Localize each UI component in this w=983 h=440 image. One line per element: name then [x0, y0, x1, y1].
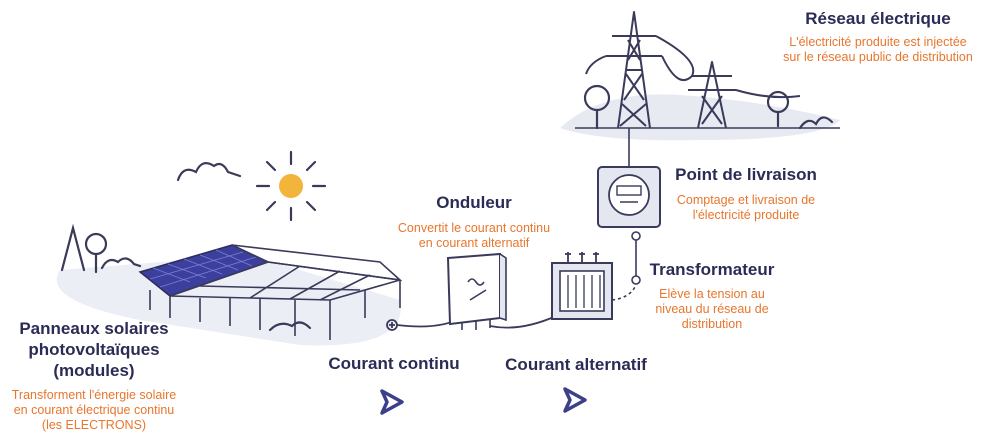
grid-title: Réseau électrique: [805, 9, 951, 28]
ac-current-label: Courant alternatif: [505, 355, 647, 374]
panels-label: Panneaux solaires photovoltaïques (modul…: [0, 318, 188, 433]
tree-icon: [583, 84, 834, 130]
panels-title-line2: photovoltaïques: [28, 340, 160, 359]
inverter-description-line1: Convertit le courant continu: [397, 221, 551, 235]
delivery-description-line2: l'électricité produite: [692, 208, 800, 222]
play-arrow-icon: [563, 387, 587, 413]
transformer-title: Transformateur: [649, 260, 775, 279]
solar-panels: [138, 244, 403, 340]
panels-description-line2: en courant électrique continu: [13, 403, 175, 417]
inverter-label: Onduleur Convertit le courant continu en…: [386, 192, 562, 251]
pylon-icon: [585, 11, 801, 129]
transformer-icon: [551, 252, 613, 320]
inverter-description-line2: en courant alternatif: [418, 236, 530, 250]
inverter-title: Onduleur: [436, 193, 512, 212]
panels-description-line3: (les ELECTRONS): [41, 418, 147, 432]
delivery-description-line1: Comptage et livraison de: [676, 193, 816, 207]
sun-icon: [255, 150, 327, 222]
ground-shadow: [56, 255, 401, 346]
play-arrow-icon: [380, 389, 404, 415]
link-transformer-meter: [611, 231, 641, 301]
panels-description-line1: Transforment l'énergie solaire: [11, 388, 177, 402]
dc-current-label: Courant continu: [328, 354, 460, 373]
ac-cable: [489, 315, 557, 329]
cloud-icon: [100, 162, 312, 332]
delivery-title: Point de livraison: [675, 165, 817, 184]
grid-description-line1: L'électricité produite est injectée: [789, 35, 967, 49]
panels-title-line3: (modules): [53, 361, 135, 380]
panels-title-line1: Panneaux solaires: [19, 319, 169, 338]
delivery-label: Point de livraison Comptage et livraison…: [660, 164, 832, 223]
transformer-label: Transformateur Elève la tension au nivea…: [637, 259, 787, 332]
inverter-icon: [446, 252, 507, 330]
transformer-description-line1: Elève la tension au: [659, 287, 765, 301]
meter-icon: [597, 166, 661, 228]
tree-icon: [60, 223, 108, 274]
grid-label: Réseau électrique L'électricité produite…: [760, 8, 983, 65]
transformer-description-line3: distribution: [681, 317, 743, 331]
transformer-description-line2: niveau du réseau de: [655, 302, 769, 316]
grid-description-line2: sur le réseau public de distribution: [783, 50, 973, 64]
